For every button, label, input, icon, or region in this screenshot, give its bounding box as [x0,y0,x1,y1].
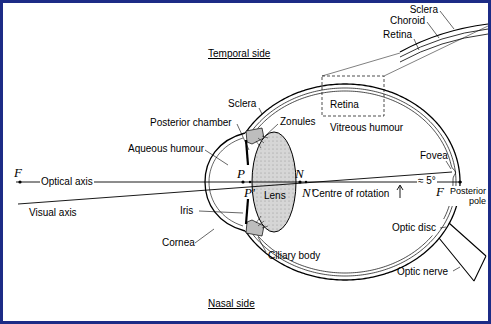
part-label: Aqueous humour [128,143,204,154]
iris-shape [246,199,248,224]
page-ground [3,3,488,321]
point-label: P [237,167,245,180]
point-label: N' [302,186,313,199]
inset-connector [322,26,488,76]
part-label: Posterior pole [445,186,487,206]
layer-label: Sclera [410,4,438,15]
side-label: Nasal side [208,298,255,309]
part-label: Sclera [228,98,256,109]
angle-label: ≈ 5° [417,175,437,186]
part-label: Ciliary body [268,250,320,261]
part-label: Fovea [420,150,448,161]
point-label: F [14,166,22,179]
point-label: N [295,167,304,180]
part-label: Optic nerve [397,266,448,277]
part-label: Centre of rotation [312,188,389,199]
inset-retina [400,34,488,62]
layer-label: Retina [330,99,359,110]
part-label: Zonules [280,116,316,127]
inset-box [322,76,384,116]
layer-label: Retina [383,29,412,40]
visual-axis-line [18,172,452,204]
axis-label: Visual axis [28,207,78,218]
layer-label: Choroid [390,15,425,26]
part-label: Lens [264,190,286,201]
point-label: P' [244,186,255,199]
axis-label: Optical axis [40,176,94,187]
part-label: Iris [180,205,193,216]
part-label: Cornea [162,237,195,248]
part-label: Optic disc [392,222,436,233]
part-label: Posterior chamber [150,117,232,128]
rotation-centre-arrow [397,185,403,198]
part-label: Vitreous humour [330,122,403,133]
leader-lines [195,11,460,271]
side-label: Temporal side [208,48,270,59]
